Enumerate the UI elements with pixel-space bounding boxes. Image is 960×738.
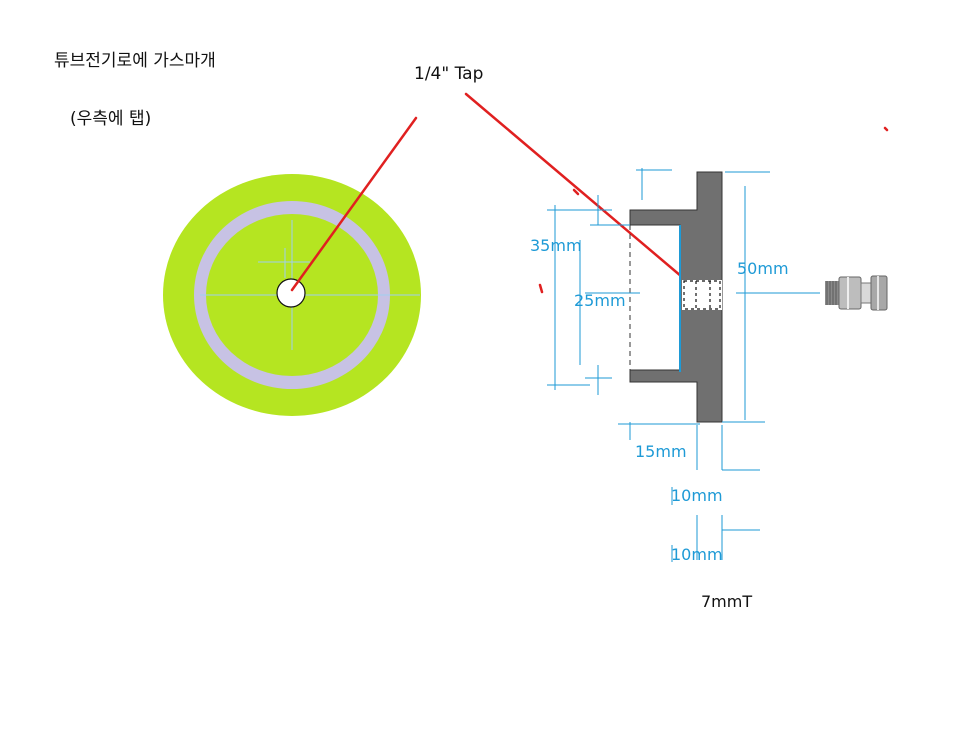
tap-bore bbox=[682, 280, 722, 310]
dim-step-1: 10mm bbox=[671, 486, 723, 505]
cap-front-view bbox=[163, 174, 421, 416]
tube-fitting-icon bbox=[825, 275, 888, 311]
dimension-lines bbox=[547, 168, 820, 562]
tap-hole bbox=[276, 278, 306, 308]
tap-label: 1/4" Tap bbox=[414, 64, 484, 84]
dim-width: 15mm bbox=[635, 442, 687, 461]
dim-step-2: 10mm bbox=[671, 545, 723, 564]
cap-section-view bbox=[629, 171, 723, 423]
page-subtitle: (우측에 탭) bbox=[70, 109, 152, 129]
dim-bore: 25mm bbox=[574, 291, 626, 310]
dim-outer-height: 50mm bbox=[737, 259, 789, 278]
dim-thickness: 7mmT bbox=[701, 592, 753, 611]
page-title: 튜브전기로에 가스마개 bbox=[54, 51, 216, 71]
dim-inner-height: 35mm bbox=[530, 236, 582, 255]
tap-leader-lines bbox=[290, 92, 889, 294]
